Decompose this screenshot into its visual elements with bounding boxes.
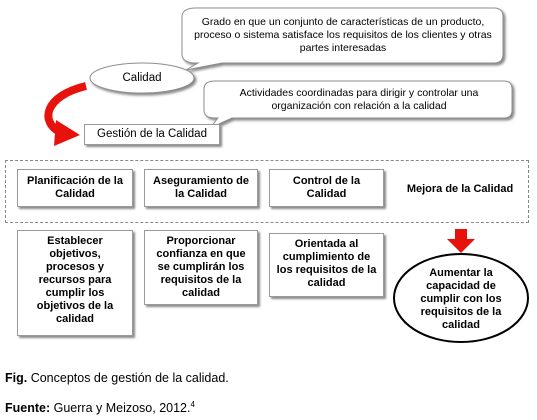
calidad-definition-text: Grado en que un conjunto de característi… — [194, 15, 492, 54]
figure-caption: Fig. Conceptos de gestión de la calidad. — [5, 371, 229, 385]
calidad-label: Calidad — [122, 71, 162, 84]
component-desc-aseguramiento: Proporcionar confianza en que se cumplir… — [144, 230, 258, 305]
down-red-arrow — [447, 229, 475, 253]
figure-caption-text: Conceptos de gestión de la calidad. — [27, 371, 229, 385]
calidad-definition-bubble — [181, 7, 504, 71]
component-desc-control: Orientada al cumplimiento de los requisi… — [269, 233, 384, 297]
gestion-box: Gestión de la Calidad — [84, 124, 220, 145]
component-title-aseguramiento: Aseguramiento de la Calidad — [144, 169, 258, 207]
calidad-ellipse — [89, 62, 195, 94]
gestion-definition-bubble — [203, 80, 513, 129]
components-group — [5, 160, 529, 223]
curved-red-arrow — [44, 82, 88, 146]
source-caption-text: Guerra y Meizoso, 2012. — [50, 401, 191, 415]
source-caption-label: Fuente: — [5, 401, 51, 415]
component-title-planificacion: Planificación de la Calidad — [17, 169, 133, 207]
component-desc-mejora: Aumentar la capacidad de cumplir con los… — [420, 266, 502, 331]
gestion-definition-text: Actividades coordinadas para dirigir y c… — [239, 87, 479, 112]
component-title-mejora: Mejora de la Calidad — [406, 182, 514, 195]
source-caption: Fuente: Guerra y Meizoso, 2012.4 — [5, 399, 195, 415]
result-ellipse — [393, 253, 529, 343]
figure-caption-label: Fig. — [5, 371, 28, 385]
component-desc-planificacion: Establecer objetivos, procesos y recurso… — [17, 230, 133, 336]
component-title-control: Control de la Calidad — [269, 169, 384, 207]
source-reference: 4 — [190, 399, 195, 409]
